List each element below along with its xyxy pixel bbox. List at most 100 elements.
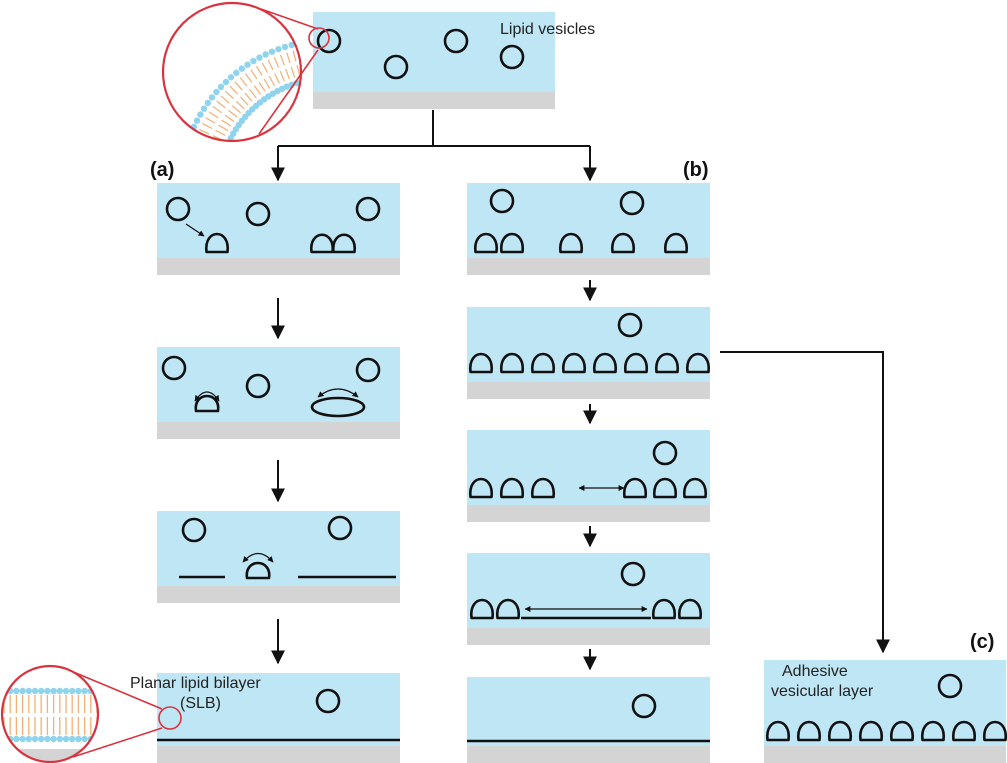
lipid-head xyxy=(93,735,98,743)
lipid-head xyxy=(50,735,57,743)
vesicle xyxy=(652,440,678,466)
adsorbed-vesicle xyxy=(531,477,555,499)
lipid-head xyxy=(222,78,230,86)
lipid-tail xyxy=(274,73,280,84)
panel-b-final xyxy=(467,677,710,763)
adhesive-label-line2: vesicular layer xyxy=(771,683,874,700)
lipid-head xyxy=(208,94,216,101)
lipid-head xyxy=(223,144,229,150)
water-layer xyxy=(467,430,710,505)
lipid-head xyxy=(62,735,70,743)
substrate-layer xyxy=(157,258,400,275)
lipid-head xyxy=(31,687,39,695)
zoom-target-ring xyxy=(158,706,182,730)
lipid-tail xyxy=(208,147,218,151)
panel-b-step-1 xyxy=(467,183,710,275)
lipid-head xyxy=(181,150,187,156)
zoom-line xyxy=(258,49,319,135)
water-layer xyxy=(157,673,400,746)
lipid-tail xyxy=(199,128,210,135)
vesicle xyxy=(355,196,381,222)
vesicle xyxy=(620,561,646,587)
lipid-tail xyxy=(244,92,253,102)
lipid-head xyxy=(215,174,221,180)
lipid-tail xyxy=(201,182,212,183)
lipid-head xyxy=(250,57,257,65)
slb-label-line2: (SLB) xyxy=(180,695,221,712)
lipid-head xyxy=(19,735,26,743)
lipid-head xyxy=(179,163,185,169)
lipid-head xyxy=(69,735,76,743)
water-layer xyxy=(157,347,400,422)
lipid-head xyxy=(25,735,32,743)
lipid-tail xyxy=(279,70,285,82)
vesicle xyxy=(937,673,963,699)
panel-c-adhesive xyxy=(764,660,1007,763)
lipid-tail xyxy=(224,114,235,123)
lipid-head xyxy=(213,88,220,96)
panel-initial xyxy=(313,12,555,109)
lipid-tail xyxy=(220,95,230,104)
substrate-layer xyxy=(313,92,555,109)
planar-bilayer-inset xyxy=(0,664,100,763)
lipid-tail xyxy=(189,161,200,163)
adsorbed-vesicle xyxy=(859,720,883,742)
adsorbed-vesicle xyxy=(678,598,702,620)
lipid-head xyxy=(38,735,45,743)
vesicle xyxy=(499,44,525,70)
lipid-head xyxy=(204,99,212,107)
lipid-head xyxy=(19,687,26,695)
vesicle xyxy=(327,515,353,541)
lipid-head xyxy=(216,169,222,175)
vesicle xyxy=(489,188,515,214)
lipid-tail xyxy=(248,88,257,99)
lipid-head xyxy=(233,69,240,77)
lipid-tail xyxy=(218,124,229,132)
water-layer xyxy=(467,677,710,746)
adsorbed-vesicle xyxy=(683,477,707,499)
lipid-tail xyxy=(186,181,197,182)
panels-layer xyxy=(157,12,1007,763)
substrate-layer xyxy=(467,258,710,275)
fusion-arrow xyxy=(242,552,274,563)
lipid-tail xyxy=(202,122,213,130)
substrate-layer xyxy=(764,746,1006,763)
water-layer xyxy=(157,511,400,586)
panel-c-label: (c) xyxy=(970,631,994,653)
lipid-tail xyxy=(244,73,253,83)
lipid-head xyxy=(283,83,290,90)
lipid-tail xyxy=(208,111,219,119)
lipid-tail xyxy=(216,100,226,109)
lipid-head xyxy=(2,735,8,743)
panel-a-step-3 xyxy=(157,511,400,603)
lipid-head xyxy=(180,157,186,163)
lipid-head xyxy=(193,117,201,124)
substrate-layer xyxy=(467,382,710,399)
adsorbed-vesicle xyxy=(890,720,914,742)
lipid-tail xyxy=(263,78,271,89)
lipid-tail xyxy=(255,65,263,76)
lipid-tail xyxy=(202,176,213,177)
adsorbed-vesicle xyxy=(797,720,821,742)
lipid-head xyxy=(62,687,70,695)
lipid-head xyxy=(197,111,204,118)
lipid-vesicles-label: Lipid vesicles xyxy=(500,21,595,38)
lipid-tail xyxy=(296,65,301,77)
lipid-head xyxy=(81,687,88,695)
panel-b-step-2 xyxy=(467,307,710,399)
lipid-tail xyxy=(306,48,308,59)
adsorbed-vesicle xyxy=(828,720,852,742)
lipid-tail xyxy=(205,158,216,161)
lipid-head xyxy=(177,177,183,183)
lipid-head xyxy=(183,143,189,149)
water-layer xyxy=(764,660,1006,746)
flattened-vesicle xyxy=(310,396,366,418)
zoom-line xyxy=(72,727,163,758)
adsorbed-vesicle xyxy=(500,352,524,374)
adsorption-arrow xyxy=(185,223,205,237)
panel-b-step-3 xyxy=(467,430,710,522)
panel-a-step-2 xyxy=(157,347,400,439)
lipid-head xyxy=(268,48,276,55)
lipid-head xyxy=(200,105,208,112)
lipid-tail xyxy=(235,100,245,110)
